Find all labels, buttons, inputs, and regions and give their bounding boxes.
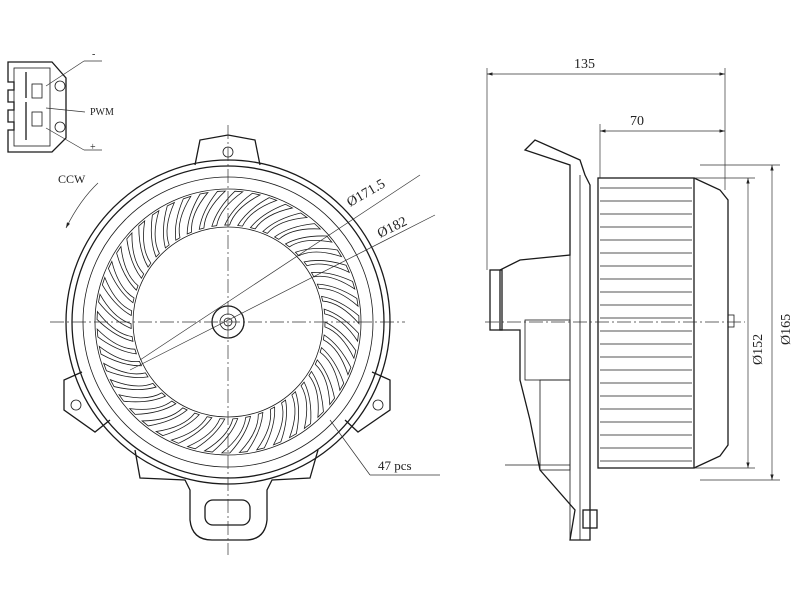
outlet-connector — [204, 499, 251, 526]
fan-blade — [308, 370, 324, 419]
fan-blade — [310, 271, 356, 290]
right-mount-tab — [344, 371, 391, 433]
fan-blade — [273, 223, 322, 240]
mount-hole-icon — [54, 121, 66, 133]
pin-plus-label: + — [90, 142, 96, 153]
fan-blade — [300, 381, 312, 430]
fan-blade — [322, 334, 352, 376]
mount-hole-icon — [54, 80, 66, 92]
fan-blade — [96, 328, 137, 355]
fan-blade — [186, 418, 226, 450]
dia-152-label: Ø152 — [751, 334, 766, 365]
fan-blade — [98, 293, 132, 330]
connector-detail: - PWM + — [7, 49, 114, 153]
blade-count-label: 47 pcs — [378, 458, 412, 473]
rotation-label: CCW — [58, 172, 86, 186]
length-135-label: 135 — [574, 57, 595, 72]
fan-blade — [126, 231, 145, 279]
fan-blades — [96, 190, 360, 454]
fan-blade — [284, 235, 333, 248]
fan-blade — [175, 195, 192, 241]
fan-blade — [303, 260, 351, 274]
front-view: Ø171.5 Ø182 47 pcs — [50, 125, 440, 555]
fan-drum — [597, 177, 695, 469]
fan-blade — [323, 308, 359, 343]
dia-165-label: Ø165 — [779, 314, 794, 345]
fan-blade — [211, 190, 244, 227]
fan-blade — [101, 276, 133, 317]
fan-blade — [128, 400, 177, 415]
side-view: 135 70 Ø152 Ø165 — [485, 57, 794, 541]
dia-171-label: Ø171.5 — [345, 177, 389, 211]
fan-blade — [116, 245, 139, 291]
length-70-label: 70 — [630, 114, 644, 129]
fan-blade — [98, 345, 143, 367]
pin-minus-label: - — [92, 49, 95, 60]
fan-blade — [163, 201, 176, 249]
rotation-arrow-icon — [65, 182, 99, 229]
fan-blade — [324, 321, 357, 360]
fan-blade — [186, 191, 209, 235]
fan-blade — [220, 415, 252, 454]
fan-blade — [249, 203, 294, 230]
fan-blade — [314, 359, 335, 406]
fan-blade — [138, 219, 152, 268]
fan-blade — [118, 392, 167, 403]
fan-blade — [224, 192, 262, 226]
fan-blade — [154, 412, 200, 437]
dia-182-label: Ø182 — [375, 214, 410, 241]
fan-blade — [96, 310, 134, 342]
fan-blade — [198, 190, 227, 230]
pin-pwm-label: PWM — [90, 107, 114, 118]
fan-blade — [107, 260, 135, 304]
fan-blade — [102, 362, 149, 378]
fan-blade — [262, 212, 309, 234]
fan-blade — [288, 391, 300, 439]
fan-blade — [150, 209, 160, 258]
fan-blade — [170, 416, 213, 444]
fan-blade — [109, 378, 157, 390]
fan-blade — [272, 399, 287, 446]
fan-blade — [203, 418, 239, 453]
fan-blade — [316, 283, 359, 308]
fan-blade — [255, 406, 276, 451]
fan-blade — [141, 407, 188, 427]
left-mount-tab — [63, 371, 111, 433]
fan-blade — [319, 346, 345, 392]
fan-blade — [237, 197, 278, 227]
fan-blade — [238, 411, 264, 454]
fan-blade — [321, 295, 360, 325]
